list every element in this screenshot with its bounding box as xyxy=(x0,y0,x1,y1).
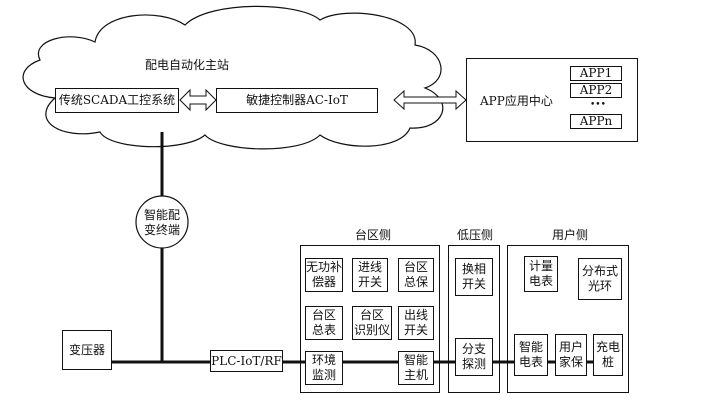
plc-iot-label: PLC-IoT/RF xyxy=(211,353,282,368)
charging-pile: 充电 桩 xyxy=(593,334,623,376)
user-side-title: 用户侧 xyxy=(552,228,589,242)
agile-controller-label: 敏捷控制器AC-IoT xyxy=(246,93,348,107)
app-item-1-label: APP1 xyxy=(579,66,613,80)
environment-monitor: 环境 监测 xyxy=(305,351,343,385)
metering-meter: 计量 电表 xyxy=(524,256,558,292)
app-item-2-label: APP2 xyxy=(579,83,613,97)
smart-terminal-label: 智能配 变终端 xyxy=(143,208,180,237)
district-main-protector: 台区 总保 xyxy=(398,258,434,292)
phase-change-switch: 换相 开关 xyxy=(455,258,493,296)
app-item-1: APP1 xyxy=(570,66,622,81)
scada-system-label: 传统SCADA工控系统 xyxy=(58,93,176,107)
scada-system-box: 传统SCADA工控系统 xyxy=(55,88,179,113)
app-item-2: APP2 xyxy=(570,83,622,98)
reactive-compensator: 无功补 偿器 xyxy=(305,258,343,292)
app-ellipsis: ••• xyxy=(590,100,606,110)
plc-iot-box: PLC-IoT/RF xyxy=(210,350,283,372)
app-center-label: APP应用中心 xyxy=(480,94,553,108)
district-side-title: 台区侧 xyxy=(355,228,392,242)
app-center-panel xyxy=(466,58,638,142)
household-protector: 用户 家保 xyxy=(555,334,587,376)
branch-detector: 分支 探测 xyxy=(455,338,493,376)
transformer-label: 变压器 xyxy=(68,342,105,357)
lowvoltage-side-panel xyxy=(448,245,500,393)
transformer-box: 变压器 xyxy=(62,330,112,370)
user-side-panel xyxy=(507,245,629,393)
distributed-pv: 分布式 光环 xyxy=(578,258,622,300)
smart-meter: 智能 电表 xyxy=(514,334,548,376)
agile-controller-box: 敏捷控制器AC-IoT xyxy=(216,88,378,113)
terminal-circle xyxy=(135,195,189,249)
lowvoltage-side-title: 低压侧 xyxy=(457,228,494,242)
smart-host: 智能 主机 xyxy=(398,351,434,385)
app-item-n-label: APPn xyxy=(579,114,613,128)
incoming-switch: 进线 开关 xyxy=(352,258,388,292)
district-identifier: 台区 识别仪 xyxy=(352,306,392,340)
district-main-meter: 台区 总表 xyxy=(305,306,343,340)
outgoing-switch: 出线 开关 xyxy=(398,306,434,340)
cloud-shape xyxy=(22,5,444,150)
cloud-title: 配电自动化主站 xyxy=(145,58,230,72)
district-side-panel xyxy=(300,245,440,393)
app-item-n: APPn xyxy=(570,114,622,129)
